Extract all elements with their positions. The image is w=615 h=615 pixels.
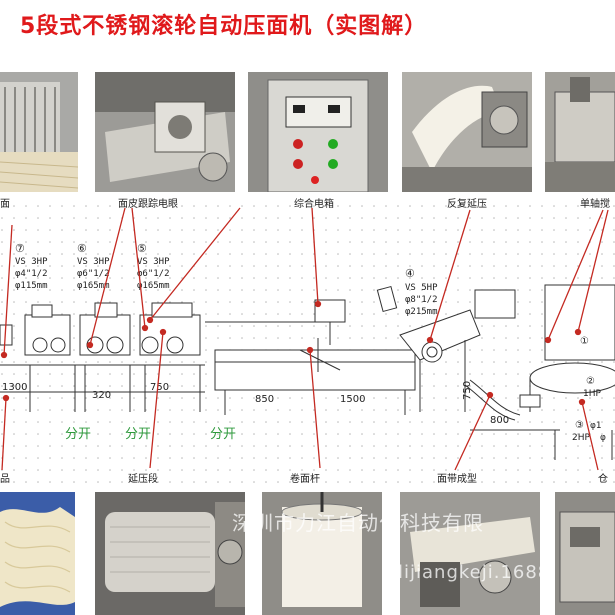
mixer-num-3: ③	[575, 420, 584, 431]
caption-photo-d: 反复延压	[447, 199, 487, 210]
station-4-mm: φ215mm	[405, 307, 438, 317]
mixer-frag-2: φ	[600, 433, 606, 443]
photo-rolling-bar	[262, 492, 382, 615]
station-7-mm: φ115mm	[15, 281, 48, 291]
station-5-dia: φ6"1/2	[137, 269, 170, 279]
label-yanya: 延压段	[128, 472, 158, 485]
photo-noodle-product	[0, 492, 75, 615]
leader-lines	[0, 207, 609, 471]
station-4-control	[474, 289, 516, 319]
station-4-dia: φ8"1/2	[405, 295, 438, 305]
split-label-2: 分开	[125, 427, 151, 442]
photo-belt-forming	[400, 492, 540, 615]
station-6-mm: φ165mm	[77, 281, 110, 291]
station-5-model: VS 3HP	[137, 257, 170, 267]
page-title: 5段式不锈钢滚轮自动压面机（实图解）	[20, 14, 428, 39]
mixer-frag-1: φ1	[590, 421, 602, 431]
photo-repeated-rolling	[402, 72, 532, 192]
dim-750-right: 750	[462, 381, 473, 400]
station-6-dia: φ6"1/2	[77, 269, 110, 279]
station-7-dia: φ4"1/2	[15, 269, 48, 279]
caption-photo-a: 面	[0, 199, 10, 210]
caption-photo-c: 综合电箱	[294, 199, 334, 210]
label-miandai: 面带成型	[437, 472, 477, 485]
split-label-3: 分开	[210, 427, 236, 442]
rolling-conveyor	[214, 349, 416, 391]
mixer-num-1: ①	[580, 336, 589, 347]
station-6-num: ⑥	[77, 242, 87, 255]
dim-1500: 1500	[340, 394, 365, 405]
photo-rolling-section	[95, 492, 245, 615]
mixer-tank	[529, 362, 615, 394]
dim-850: 850	[255, 394, 274, 405]
station-5-mm: φ165mm	[137, 281, 170, 291]
watermark-url: lijiangkeji.1688.	[398, 562, 557, 583]
watermark-company: 深圳市力江自动化科技有限	[232, 511, 484, 535]
photo-tracking-eye	[95, 72, 235, 192]
station-7-num: ⑦	[15, 242, 25, 255]
station-7-model: VS 3HP	[15, 257, 48, 267]
mixer-hp-1: 1HP	[583, 389, 601, 399]
label-product: 品	[0, 473, 10, 485]
station-4-num: ④	[405, 267, 415, 280]
caption-photo-e: 单轴搅	[580, 199, 610, 210]
main-control-box	[314, 299, 346, 323]
label-juanmian: 卷面杆	[290, 472, 320, 485]
photo-storage	[555, 492, 615, 615]
dim-800: 800	[490, 415, 509, 426]
station-5-num: ⑤	[137, 242, 147, 255]
caption-photo-b: 面皮跟踪电眼	[118, 199, 178, 210]
mixer-num-2: ②	[586, 376, 595, 387]
split-label-1: 分开	[65, 427, 91, 442]
station-6-model: VS 3HP	[77, 257, 110, 267]
dim-1300: 1300	[2, 382, 27, 393]
dim-320: 320	[92, 390, 111, 401]
dim-750-left: 750	[150, 382, 169, 393]
machine-diagram: ⑦ VS 3HP φ4"1/2 φ115mm ⑥ VS 3HP φ6"1/2 φ…	[0, 205, 615, 490]
photo-single-mixer	[545, 72, 615, 192]
mixer-hp-2: 2HP	[572, 433, 590, 443]
photo-control-box	[248, 72, 388, 192]
station-4-roller	[399, 309, 481, 361]
photo-noodle-rollers	[0, 72, 78, 192]
label-cang: 仓	[598, 472, 608, 485]
station-4-model: VS 5HP	[405, 283, 438, 293]
